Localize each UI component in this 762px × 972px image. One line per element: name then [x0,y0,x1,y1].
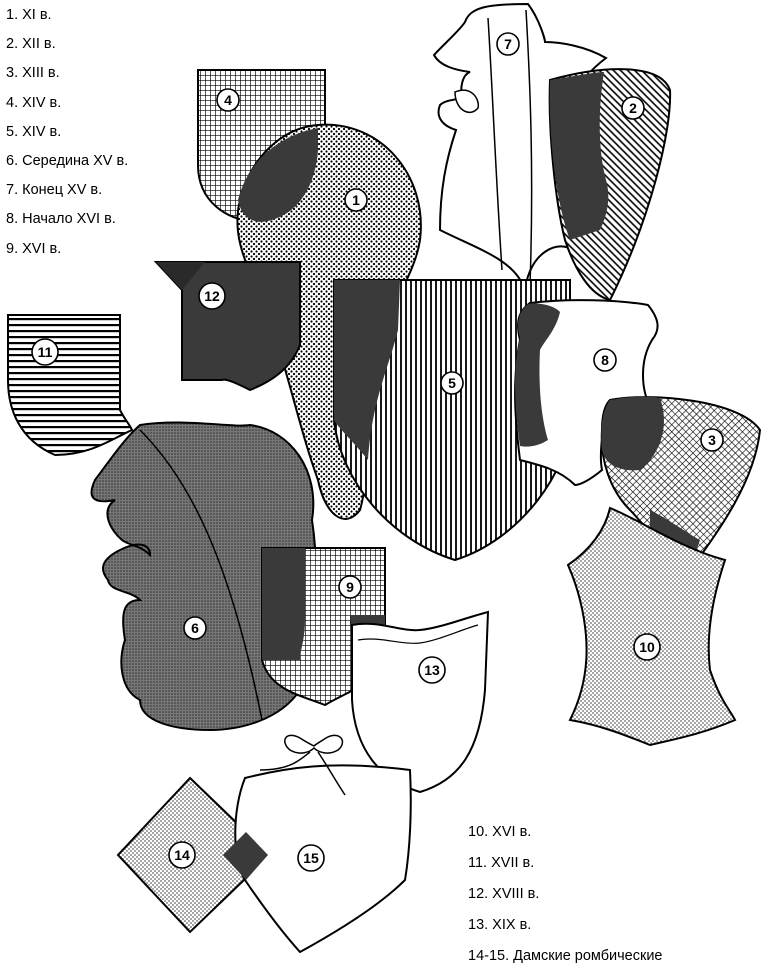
shield-number-label: 2 [629,100,637,116]
shield-number-13: 13 [419,657,445,683]
shield-number-label: 9 [346,579,354,595]
shield-number-label: 8 [601,352,609,368]
legend-item: 11. XVII в. [468,856,534,871]
shield-number-label: 15 [303,850,319,866]
legend-item: 5. XIV в. [6,125,61,140]
legend-item: 14-15. Дамские ромбические [468,949,663,964]
shield-number-15: 15 [298,845,324,871]
legend-item: 10. XVI в. [468,825,531,840]
shield-number-label: 14 [174,847,190,863]
shield-number-label: 7 [504,36,512,52]
legend-item: 3. XIII в. [6,66,60,81]
shield-number-11: 11 [32,339,58,365]
shield-number-label: 12 [204,288,220,304]
shield-number-6: 6 [184,617,206,639]
legend-item: 4. XIV в. [6,96,61,111]
shield-number-1: 1 [345,189,367,211]
shield-number-3: 3 [701,429,723,451]
shield-number-label: 4 [224,92,232,108]
shield-number-label: 3 [708,432,716,448]
legend-item: 13. XIX в. [468,918,531,933]
shield-number-9: 9 [339,576,361,598]
legend-item: 6. Середина XV в. [6,154,128,169]
shield-number-14: 14 [169,842,195,868]
shield-number-label: 1 [352,192,360,208]
shield-11 [8,315,132,455]
legend-item: 2. XII в. [6,37,56,52]
legend-item: 1. XI в. [6,8,52,23]
shield-number-label: 10 [639,639,655,655]
shield-number-label: 11 [38,344,53,360]
shield-number-8: 8 [594,349,616,371]
legend-item: 9. XVI в. [6,242,61,257]
bow-ribbon [285,735,343,753]
shield-number-label: 13 [424,662,440,678]
shield-number-label: 5 [448,375,456,391]
shield-number-label: 6 [191,620,199,636]
shield-number-7: 7 [497,33,519,55]
shield-number-4: 4 [217,89,239,111]
shield-number-12: 12 [199,283,225,309]
shield-number-2: 2 [622,97,644,119]
legend-item: 12. XVIII в. [468,887,539,902]
shield-number-5: 5 [441,372,463,394]
legend-item: 7. Конец XV в. [6,183,102,198]
shield-number-10: 10 [634,634,660,660]
legend-item: 8. Начало XVI в. [6,212,116,227]
